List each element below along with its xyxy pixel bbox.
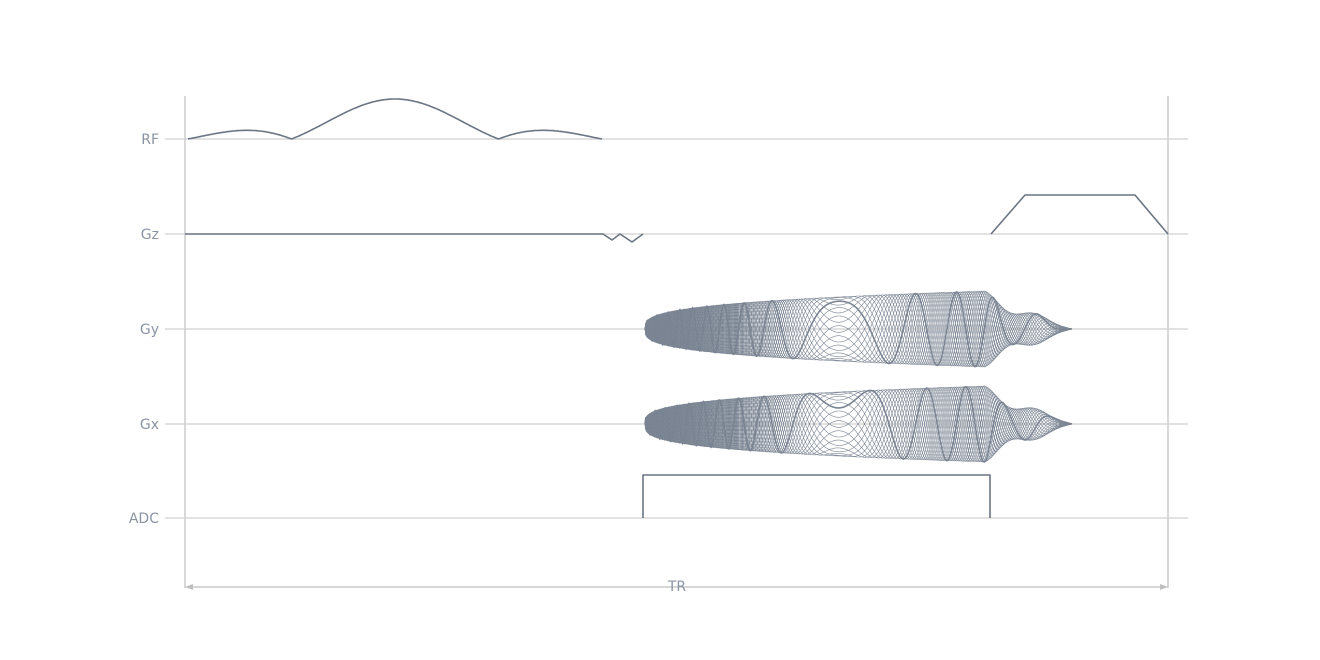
gz-spoiler-gradient [990, 194, 1169, 235]
adc-readout-window [642, 474, 991, 518]
spiral-strand [644, 385, 1073, 462]
spiral-strand [644, 386, 1072, 462]
gz-slice-select-gradient [185, 233, 644, 243]
spiral-strand [644, 386, 1073, 462]
spiral-strand [644, 291, 1073, 367]
tr-arrow-head-right [1160, 584, 1168, 590]
spiral-strand [644, 386, 1073, 462]
spiral-strand [644, 386, 1072, 462]
spiral-strand [644, 385, 1073, 462]
gy-spiral-readout-gradient [644, 290, 1073, 368]
spiral-strand [644, 386, 1073, 463]
tr-label: TR [667, 579, 687, 595]
spiral-strand [644, 385, 1073, 463]
gx-label: Gx [140, 417, 159, 433]
spiral-strand [644, 291, 1073, 367]
spiral-strand [644, 291, 1073, 368]
spiral-strand [644, 291, 1073, 368]
adc-label: ADC [129, 511, 159, 527]
tr-bracket: TR [184, 96, 1169, 595]
spiral-strand [644, 291, 1073, 367]
gx-spiral-readout-gradient [644, 385, 1073, 463]
waveforms [185, 98, 1169, 518]
spiral-strand [644, 291, 1073, 367]
gy-label: Gy [140, 322, 159, 338]
spiral-strand [644, 291, 1073, 368]
spiral-strand [644, 291, 1072, 368]
spiral-strand [644, 291, 1073, 367]
spiral-strand [644, 290, 1073, 367]
spiral-strand [644, 386, 1073, 463]
spiral-strand [644, 386, 1073, 462]
rf-sinc-pulse [187, 98, 603, 140]
spiral-strand [644, 386, 1073, 463]
spiral-strand [644, 290, 1073, 367]
gz-label: Gz [141, 227, 159, 243]
spiral-strand [644, 385, 1073, 462]
rf-label: RF [141, 132, 159, 148]
spiral-strand [644, 291, 1073, 367]
channel-labels: RF Gz Gy Gx ADC [129, 132, 159, 527]
spiral-strand [644, 386, 1073, 462]
spiral-strand [644, 386, 1073, 462]
spiral-strand [644, 386, 1073, 462]
spiral-strand [644, 290, 1073, 367]
spiral-strand [644, 291, 1073, 368]
tr-arrow-head-left [185, 584, 193, 590]
spiral-strand [644, 290, 1073, 367]
spiral-strand [644, 385, 1073, 462]
spiral-strand [644, 291, 1072, 367]
